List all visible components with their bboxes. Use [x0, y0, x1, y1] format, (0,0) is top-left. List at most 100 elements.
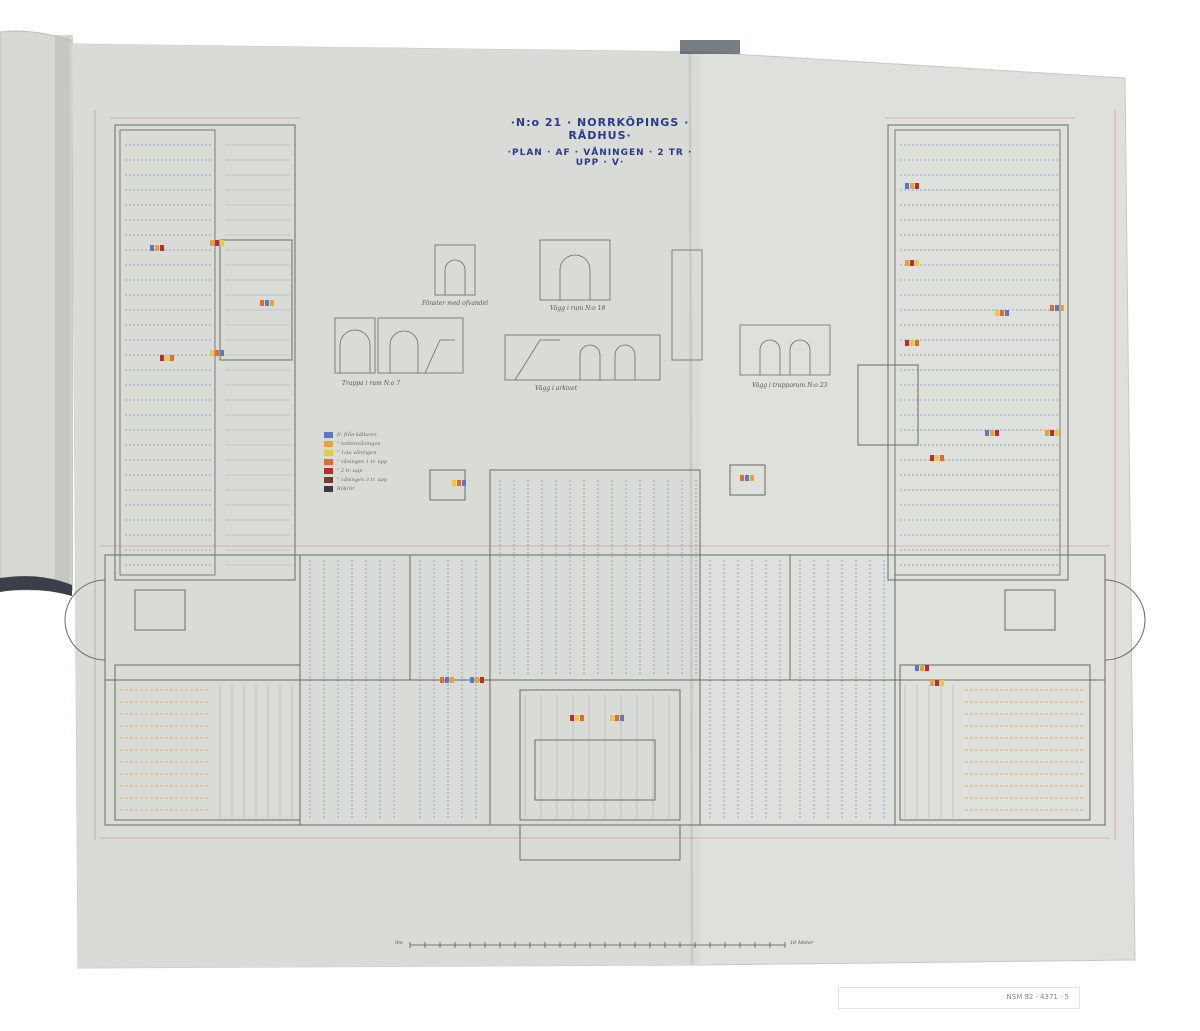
colour-mark	[210, 240, 214, 246]
colour-mark	[930, 680, 934, 686]
beam-lines-grey	[219, 144, 954, 818]
book-page-left	[0, 31, 70, 585]
colour-mark	[445, 677, 449, 683]
colour-mark	[150, 245, 154, 251]
colour-mark	[930, 455, 934, 461]
caption-detail-3: Vägg i rum N:o 18	[550, 305, 606, 312]
legend-label: fr. från källaren	[337, 431, 377, 438]
book-binding	[0, 576, 72, 596]
colour-mark	[745, 475, 749, 481]
caption-detail-5: Vägg i trapporum N:o 23	[752, 382, 828, 389]
legend-swatch	[324, 458, 333, 465]
colour-mark	[440, 677, 444, 683]
sheet-fold	[688, 51, 694, 966]
colour-mark	[1045, 430, 1049, 436]
colour-mark	[1050, 430, 1054, 436]
title-line-1: ·N:o 21 · NORRKÖPINGS · RÅDHUS·	[510, 116, 690, 142]
dimension-lines	[94, 110, 1116, 840]
colour-mark	[260, 300, 264, 306]
colour-mark	[915, 183, 919, 189]
colour-mark	[1055, 305, 1059, 311]
legend-item: fr. från källaren	[324, 430, 414, 439]
colour-mark	[990, 430, 994, 436]
colour-mark	[1000, 310, 1004, 316]
colour-mark	[920, 665, 924, 671]
legend-label: " bottenvåningen	[337, 440, 381, 447]
colour-mark	[905, 260, 909, 266]
colour-mark	[620, 715, 624, 721]
scale-end-label: 10 Meter	[790, 940, 814, 946]
legend-label: " våningen 3 tr. upp	[337, 476, 388, 483]
legend-swatch	[324, 467, 333, 474]
colour-mark	[750, 475, 754, 481]
drawing-title: ·N:o 21 · NORRKÖPINGS · RÅDHUS· ·PLAN · …	[500, 116, 700, 168]
legend-label: " 1sta våningen	[337, 449, 377, 456]
colour-mark	[1005, 310, 1009, 316]
colour-mark	[905, 340, 909, 346]
colour-mark	[925, 665, 929, 671]
colour-mark	[1050, 305, 1054, 311]
archive-label-text: NSM 92 · 4371 · 5	[1006, 993, 1069, 1001]
colour-mark	[265, 300, 269, 306]
legend-item: " våningen 1 tr. upp	[324, 457, 414, 466]
legend-swatch	[324, 476, 333, 483]
top-binding-edge	[680, 40, 740, 54]
colour-mark	[215, 350, 219, 356]
colour-mark	[450, 677, 454, 683]
colour-mark	[570, 715, 574, 721]
colour-marks	[150, 183, 1064, 721]
scale-start-label: 0m	[395, 940, 403, 946]
colour-mark	[475, 677, 479, 683]
colour-mark	[935, 680, 939, 686]
colour-mark	[580, 715, 584, 721]
colour-mark	[270, 300, 274, 306]
archive-label: NSM 92 · 4371 · 5	[838, 987, 1080, 1009]
floor-plan	[64, 124, 1146, 861]
legend-item: " 1sta våningen	[324, 448, 414, 457]
colour-mark	[160, 355, 164, 361]
colour-mark	[470, 677, 474, 683]
colour-mark	[457, 480, 461, 486]
colour-mark	[575, 715, 579, 721]
colour-mark	[995, 310, 999, 316]
legend-item: " bottenvåningen	[324, 439, 414, 448]
colour-mark	[170, 355, 174, 361]
colour-mark	[1060, 305, 1064, 311]
colour-mark	[610, 715, 614, 721]
caption-detail-2: Fönster med ofvandel	[422, 300, 489, 307]
colour-mark	[452, 480, 456, 486]
legend-swatch	[324, 440, 333, 447]
colour-mark	[910, 183, 914, 189]
beam-lines-blue	[125, 144, 1058, 820]
colour-mark	[940, 455, 944, 461]
legend-swatch	[324, 485, 333, 492]
colour-mark	[220, 240, 224, 246]
colour-mark	[935, 455, 939, 461]
colour-mark	[210, 350, 214, 356]
colour-mark	[155, 245, 159, 251]
legend-item: Rökrör	[324, 484, 414, 493]
legend-item: " 2 tr. upp	[324, 466, 414, 475]
legend-item: " våningen 3 tr. upp	[324, 475, 414, 484]
legend-label: " 2 tr. upp	[337, 467, 363, 474]
colour-mark	[910, 340, 914, 346]
scale-bar	[409, 942, 786, 948]
colour-mark	[1055, 430, 1059, 436]
colour-mark	[995, 430, 999, 436]
colour-mark	[985, 430, 989, 436]
colour-mark	[905, 183, 909, 189]
legend-label: Rökrör	[337, 485, 355, 492]
beam-lines-orange	[120, 689, 1085, 811]
title-line-2: ·PLAN · AF · VÅNINGEN · 2 TR · UPP · V·	[507, 148, 693, 168]
colour-mark	[462, 480, 466, 486]
colour-mark	[615, 715, 619, 721]
legend: fr. från källaren " bottenvåningen " 1st…	[324, 430, 414, 493]
colour-mark	[915, 665, 919, 671]
detail-sketches	[334, 239, 831, 381]
legend-swatch	[324, 449, 333, 456]
caption-detail-1: Trappa i rum N:o 7	[342, 380, 401, 387]
colour-mark	[915, 340, 919, 346]
colour-mark	[910, 260, 914, 266]
